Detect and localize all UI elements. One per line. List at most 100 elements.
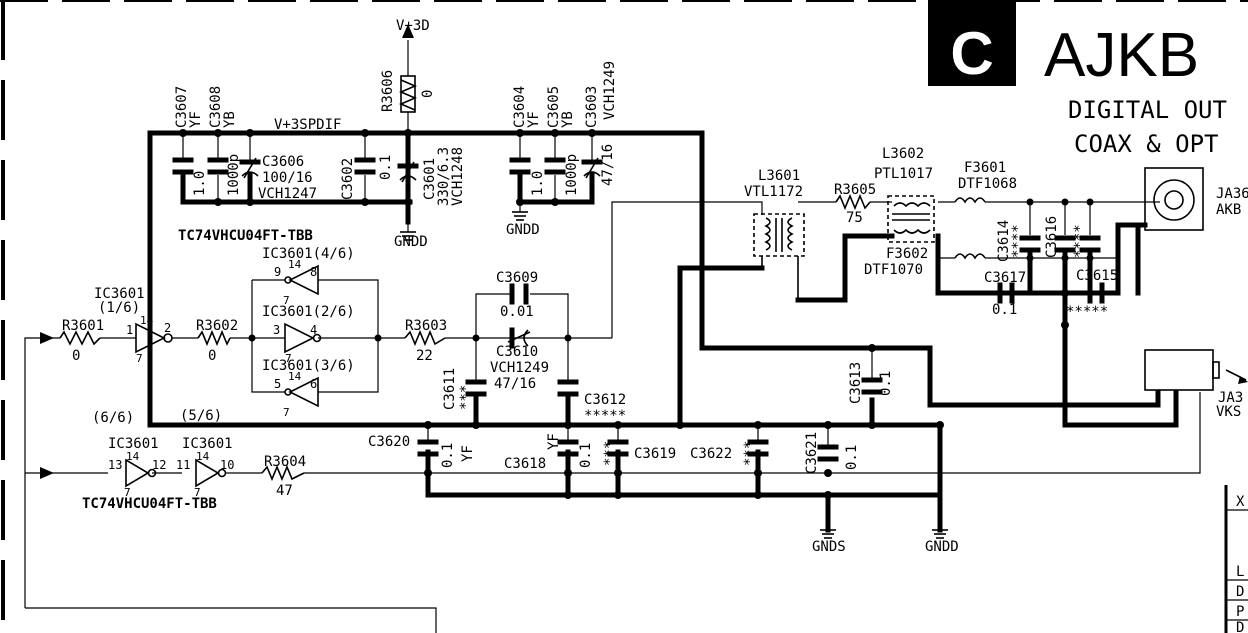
subtitle-line-2: COAX & OPT — [1074, 130, 1219, 158]
capacitor-c3607 — [172, 157, 194, 175]
pin-14-u3: 14 — [288, 370, 302, 383]
net-v3d: V+3D — [396, 18, 430, 34]
pin-5: 5 — [274, 377, 281, 391]
capacitor-c3605 — [544, 157, 566, 175]
label-c3611-ref: C3611 — [442, 368, 458, 410]
resistor-labels: R3601 0 R3602 0 R3603 22 R3604 47 R3605 … — [62, 70, 876, 499]
edge-labels: X L D P D — [1236, 494, 1245, 633]
label-r3603-ref: R3603 — [405, 318, 447, 334]
ground-gnds — [820, 529, 836, 539]
pin-7-u6: 7 — [124, 486, 131, 499]
section-letter: C — [950, 20, 993, 87]
pin-14-u1: 14 — [140, 314, 154, 327]
capacitor-c3608 — [207, 157, 229, 175]
label-c3604-ref: C3604 — [512, 86, 528, 128]
ground-gndd-mid — [512, 211, 528, 221]
label-r3606-ref: R3606 — [380, 70, 396, 112]
pin-14-u6: 14 — [126, 450, 140, 463]
coax-jack — [1144, 167, 1204, 231]
jack-labels: JA36 AKB JA3 VKS — [1216, 186, 1248, 420]
label-c3619-ref: C3619 — [634, 446, 676, 462]
ic-u6-ref: IC3601 — [108, 436, 159, 452]
pin-8: 8 — [310, 265, 317, 279]
capacitor-c3616 — [1054, 235, 1076, 253]
label-c3620-ref: C3620 — [368, 434, 410, 450]
label-c3618-type: YF — [546, 433, 562, 450]
capacitor-c3602 — [354, 157, 376, 175]
capacitor-c3621 — [817, 444, 839, 462]
label-c3621-value: 0.1 — [844, 445, 860, 470]
label-r3602-value: 0 — [208, 348, 216, 364]
label-c3608-ref: C3608 — [208, 86, 224, 128]
label-c3609-value: 0.01 — [500, 304, 534, 320]
label-c3602-ref: C3602 — [340, 158, 356, 200]
label-c3607-ref: C3607 — [174, 86, 190, 128]
pin-7-u2: 7 — [285, 352, 292, 365]
resistor-r3601 — [59, 330, 101, 346]
capacitor-c3612 — [557, 379, 579, 397]
label-c3608-type: YB — [222, 111, 238, 128]
label-c3607-value: 1.0 — [192, 171, 208, 196]
label-l3601-part: VTL1172 — [744, 184, 803, 200]
label-opt-jack-part: VKS — [1216, 404, 1241, 420]
inverter-u2 — [284, 322, 322, 354]
label-r3606-value: 0 — [420, 90, 436, 98]
label-c3601-value: 330/6.3 — [436, 147, 452, 206]
capacitor-c3619 — [607, 439, 629, 457]
capacitor-c3622 — [747, 439, 769, 457]
label-f3601-ref: F3601 — [964, 160, 1006, 176]
label-r3604-value: 47 — [276, 483, 293, 499]
label-c3605-type: YB — [560, 111, 576, 128]
pin-7-u3: 7 — [283, 406, 290, 419]
ferrite-f3601 — [954, 197, 986, 204]
inverter-u1 — [135, 322, 173, 354]
capacitor-c3601 — [397, 161, 419, 183]
inverter-u3 — [284, 376, 319, 408]
capacitor-c3615 — [1087, 282, 1105, 304]
label-c3610-part: VCH1249 — [490, 360, 549, 376]
capacitor-c3606 — [239, 157, 261, 179]
supply-arrow — [402, 24, 414, 38]
inverter-u4 — [284, 264, 319, 296]
label-c3606-ref: C3606 — [262, 154, 304, 170]
label-c3605-ref: C3605 — [546, 86, 562, 128]
label-r3602-ref: R3602 — [196, 318, 238, 334]
label-c3601-ref: C3601 — [422, 158, 438, 200]
ic-u1-unit: (1/6) — [98, 300, 140, 316]
label-c3618-value: 0.1 — [578, 443, 594, 468]
model-title: AJKB — [1044, 21, 1199, 90]
label-r3601-value: 0 — [72, 348, 80, 364]
label-c3607-type: YF — [188, 111, 204, 128]
label-c3620-value: 0.1 — [440, 443, 456, 468]
label-c3601-part: VCH1248 — [450, 147, 466, 206]
ic-u2-label: IC3601(2/6) — [262, 304, 355, 320]
label-c3606-part: VCH1247 — [258, 186, 317, 202]
edge-label-d1: D — [1236, 584, 1244, 600]
pin-7-u1: 7 — [136, 352, 143, 365]
pin-9: 9 — [274, 265, 281, 279]
pin-7-u4: 7 — [283, 294, 290, 307]
label-r3605-ref: R3605 — [834, 182, 876, 198]
section-letter-box — [928, 0, 1016, 86]
label-c3617-ref: C3617 — [984, 270, 1026, 286]
ic-u5-ref: IC3601 — [182, 436, 233, 452]
label-c3615-ref: C3615 — [1076, 268, 1118, 284]
label-c3603-part: VCH1249 — [602, 61, 618, 120]
transformer-l3601 — [753, 213, 805, 300]
resistor-symbols — [59, 75, 871, 482]
label-c3616-ref: C3616 — [1044, 216, 1060, 258]
label-c3612-value: ***** — [584, 408, 626, 424]
pin-1: 1 — [126, 323, 133, 337]
ic-u4-label: IC3601(4/6) — [262, 246, 355, 262]
label-c3606-value: 100/16 — [262, 170, 313, 186]
capacitor-c3616b — [1079, 235, 1101, 253]
pin-14-u5: 14 — [196, 450, 210, 463]
label-c3604-value: 1.0 — [530, 171, 546, 196]
jack-symbols — [1144, 167, 1248, 391]
label-f3601-part: DTF1068 — [958, 176, 1017, 192]
ic-part-bottom: TC74VHCU04FT-TBB — [82, 496, 217, 512]
net-gndd-bottom: GNDD — [925, 539, 959, 555]
label-c3613-value: 0.1 — [878, 371, 894, 396]
label-c3612-ref: C3612 — [584, 392, 626, 408]
ic-part-top: TC74VHCU04FT-TBB — [178, 228, 313, 244]
